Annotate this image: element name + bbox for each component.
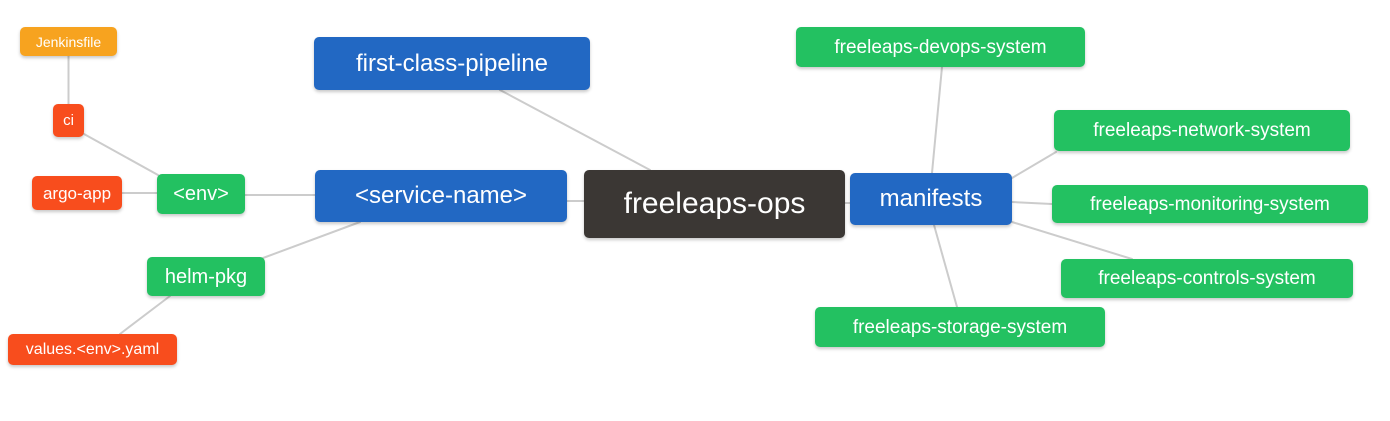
node-freeleaps-devops-system[interactable]: freeleaps-devops-system bbox=[796, 27, 1085, 67]
node-service-name[interactable]: <service-name> bbox=[315, 170, 567, 222]
edge-manifests-monitoring bbox=[1011, 201, 1053, 205]
node-manifests[interactable]: manifests bbox=[850, 173, 1012, 225]
edge-manifests-storage bbox=[933, 224, 958, 308]
node-values-env-yaml[interactable]: values.<env>.yaml bbox=[8, 334, 177, 365]
edge-values-helm bbox=[119, 295, 171, 335]
edge-ci-env bbox=[83, 133, 159, 176]
node-freeleaps-ops-root[interactable]: freeleaps-ops bbox=[584, 170, 845, 238]
edge-manifests-controls bbox=[1011, 221, 1133, 260]
node-helm-pkg[interactable]: helm-pkg bbox=[147, 257, 265, 296]
node-freeleaps-monitoring-system[interactable]: freeleaps-monitoring-system bbox=[1052, 185, 1368, 223]
edge-manifests-devops bbox=[931, 66, 943, 174]
node-first-class-pipeline[interactable]: first-class-pipeline bbox=[314, 37, 590, 90]
edge-manifests-network bbox=[1011, 151, 1057, 179]
edge-helm-service bbox=[262, 221, 361, 259]
node-env[interactable]: <env> bbox=[157, 174, 245, 214]
node-jenkinsfile[interactable]: Jenkinsfile bbox=[20, 27, 117, 56]
node-freeleaps-controls-system[interactable]: freeleaps-controls-system bbox=[1061, 259, 1353, 298]
node-freeleaps-network-system[interactable]: freeleaps-network-system bbox=[1054, 110, 1350, 151]
edge-fcp-root bbox=[499, 89, 651, 171]
node-ci[interactable]: ci bbox=[53, 104, 84, 137]
node-argo-app[interactable]: argo-app bbox=[32, 176, 122, 210]
node-freeleaps-storage-system[interactable]: freeleaps-storage-system bbox=[815, 307, 1105, 347]
